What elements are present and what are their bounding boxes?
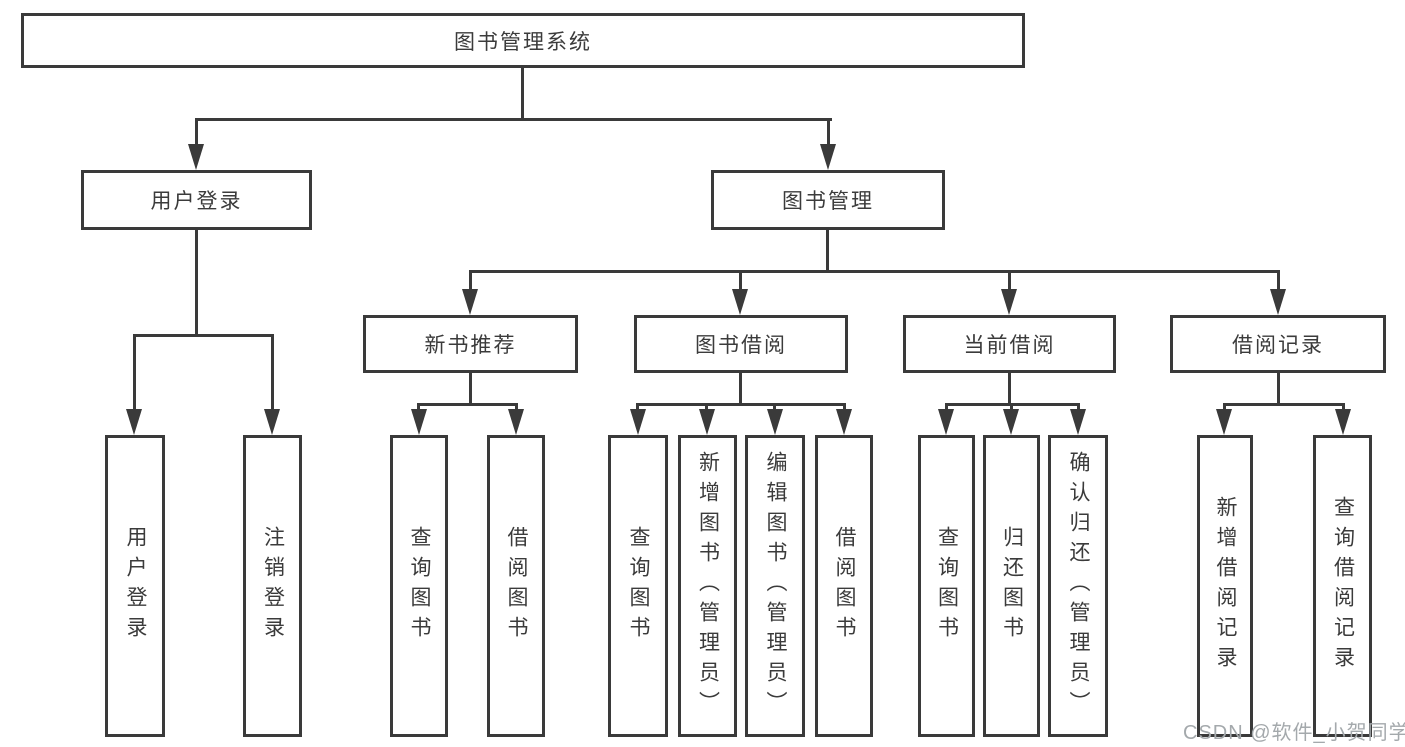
connector-line [826, 230, 829, 272]
connector-line [1008, 270, 1011, 291]
leaf-confirm-return-admin: 确认归还（管理员） [1048, 435, 1108, 737]
arrow-down-icon [938, 409, 954, 435]
connector-line [1077, 403, 1080, 411]
arrow-down-icon [1335, 409, 1351, 435]
connector-line [773, 403, 776, 411]
arrow-down-icon [820, 144, 836, 170]
leaf-edit-book-admin: 编辑图书（管理员） [745, 435, 805, 737]
node-current-borrow: 当前借阅 [903, 315, 1116, 373]
arrow-down-icon [411, 409, 427, 435]
connector-line [521, 68, 524, 120]
leaf-return-book: 归还图书 [983, 435, 1040, 737]
leaf-query-borrow-record: 查询借阅记录 [1313, 435, 1372, 737]
connector-line [1008, 373, 1011, 405]
connector-line [1277, 270, 1280, 291]
arrow-down-icon [699, 409, 715, 435]
leaf-borrow-book: 借阅图书 [815, 435, 873, 737]
connector-line [195, 118, 198, 146]
connector-line [515, 403, 518, 411]
node-user-login-group: 用户登录 [81, 170, 312, 230]
arrow-down-icon [462, 289, 478, 315]
leaf-query-book-current: 查询图书 [918, 435, 975, 737]
connector-line [469, 270, 472, 291]
arrow-down-icon [1001, 289, 1017, 315]
arrow-down-icon [767, 409, 783, 435]
leaf-logout: 注销登录 [243, 435, 302, 737]
arrow-down-icon [836, 409, 852, 435]
node-book-borrow: 图书借阅 [634, 315, 848, 373]
connector-line [636, 403, 639, 411]
connector-line [133, 334, 136, 411]
connector-line [271, 334, 274, 411]
arrow-down-icon [188, 144, 204, 170]
node-library-management-system: 图书管理系统 [21, 13, 1025, 68]
connector-line [1342, 403, 1345, 411]
connector-line [469, 373, 472, 405]
arrow-down-icon [264, 409, 280, 435]
connector-line [195, 230, 198, 337]
connector-line [945, 403, 948, 411]
connector-line [133, 334, 274, 337]
node-borrow-records: 借阅记录 [1170, 315, 1386, 373]
arrow-down-icon [1270, 289, 1286, 315]
node-book-management-group: 图书管理 [711, 170, 945, 230]
connector-line [705, 403, 708, 411]
connector-line [827, 118, 830, 146]
arrow-down-icon [126, 409, 142, 435]
arrow-down-icon [508, 409, 524, 435]
connector-line [1223, 403, 1226, 411]
connector-line [195, 118, 832, 121]
connector-line [1010, 403, 1013, 411]
connector-line [636, 403, 846, 406]
arrow-down-icon [1070, 409, 1086, 435]
leaf-borrow-book-recommend: 借阅图书 [487, 435, 545, 737]
leaf-add-book-admin: 新增图书（管理员） [678, 435, 737, 737]
arrow-down-icon [732, 289, 748, 315]
arrow-down-icon [1216, 409, 1232, 435]
csdn-watermark: CSDN @软件_小贺同学 [1183, 722, 1405, 744]
connector-line [417, 403, 518, 406]
connector-line [739, 373, 742, 405]
connector-line [417, 403, 420, 411]
leaf-query-book-borrow: 查询图书 [608, 435, 668, 737]
arrow-down-icon [630, 409, 646, 435]
connector-line [843, 403, 846, 411]
arrow-down-icon [1003, 409, 1019, 435]
leaf-user-login: 用户登录 [105, 435, 165, 737]
connector-line [1223, 403, 1345, 406]
leaf-add-borrow-record: 新增借阅记录 [1197, 435, 1253, 737]
connector-line [469, 270, 1280, 273]
node-new-book-recommend: 新书推荐 [363, 315, 578, 373]
leaf-query-book-recommend: 查询图书 [390, 435, 448, 737]
connector-line [1277, 373, 1280, 405]
connector-line [739, 270, 742, 291]
